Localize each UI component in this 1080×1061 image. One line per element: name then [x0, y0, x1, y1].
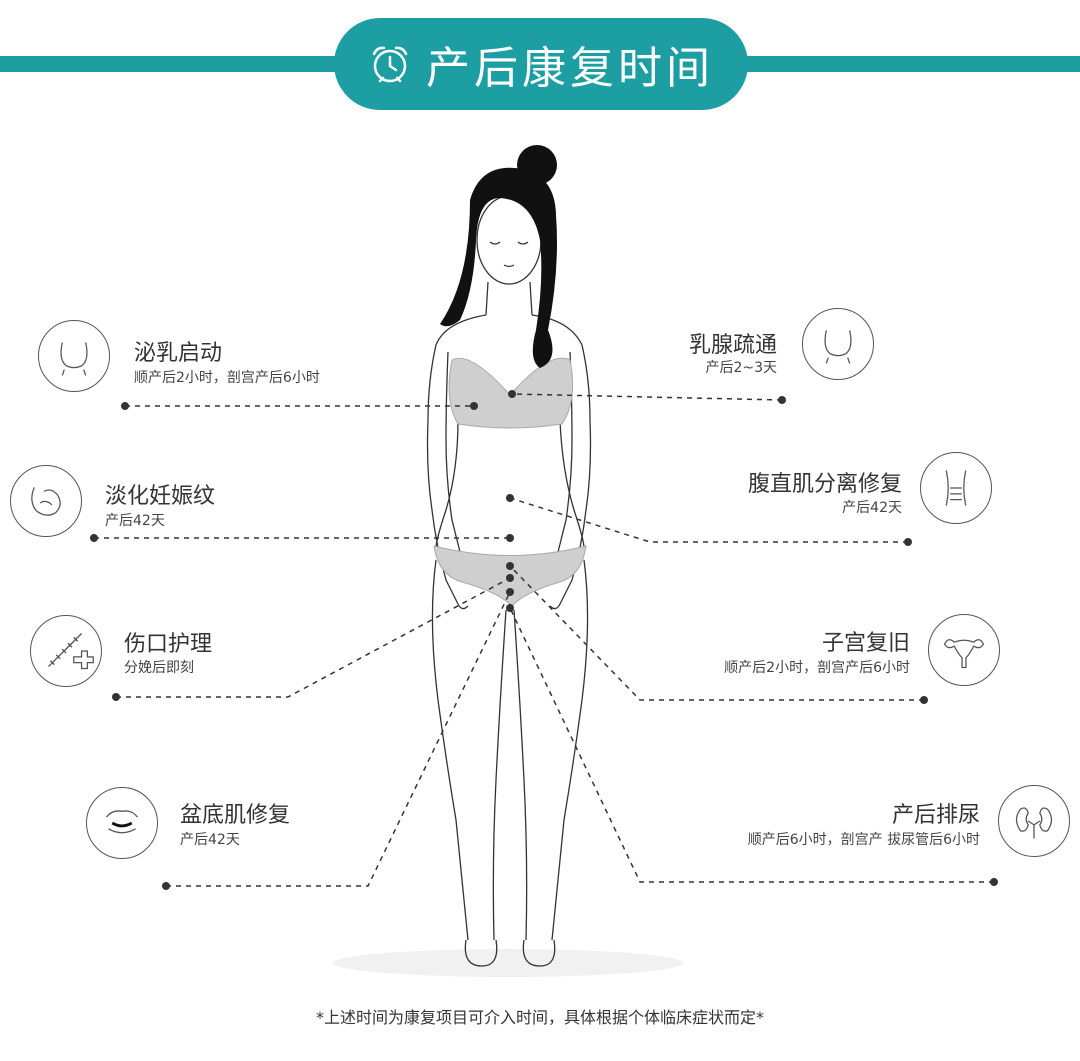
pregnant-belly-icon: [10, 465, 82, 537]
uterus-recovery-subtitle: 顺产后2小时，剖宫产后6小时: [724, 660, 910, 676]
breastfeeding-start-title: 泌乳启动: [134, 341, 223, 366]
breast-icon: [38, 320, 110, 392]
wound-stitch-icon: [30, 615, 102, 687]
urination-title: 产后排尿: [891, 803, 980, 828]
pelvic-floor-icon: [86, 787, 158, 859]
diastasis-recti-title: 腹直肌分离修复: [747, 472, 902, 497]
footnote: *上述时间为康复项目可介入时间，具体根据个体临床症状而定*: [315, 1008, 764, 1027]
urination-subtitle: 顺产后6小时，剖宫产 拔尿管后6小时: [747, 832, 980, 848]
stretch-marks-title: 淡化妊娠纹: [105, 484, 216, 509]
wound-care-subtitle: 分娩后即刻: [124, 660, 194, 676]
breast-icon: [802, 308, 874, 380]
diastasis-recti-subtitle: 产后42天: [842, 500, 902, 516]
alarm-clock-icon: [372, 46, 408, 83]
torso-icon: [920, 452, 992, 524]
pelvic-floor-title: 盆底肌修复: [180, 803, 291, 828]
uterus-recovery-title: 子宫复旧: [821, 631, 910, 656]
breast-unblocking-subtitle: 产后2~3天: [705, 360, 777, 376]
kidney-icon: [998, 785, 1070, 857]
breast-unblocking-title: 乳腺疏通: [688, 333, 777, 358]
uterus-icon: [928, 614, 1000, 686]
breastfeeding-start-subtitle: 顺产后2小时，剖宫产后6小时: [134, 370, 320, 386]
pelvic-floor-subtitle: 产后42天: [180, 832, 240, 848]
title-banner: 产后康复时间: [334, 18, 748, 110]
stretch-marks-subtitle: 产后42天: [105, 513, 165, 529]
page-title: 产后康复时间: [426, 43, 714, 94]
wound-care-title: 伤口护理: [124, 632, 213, 657]
